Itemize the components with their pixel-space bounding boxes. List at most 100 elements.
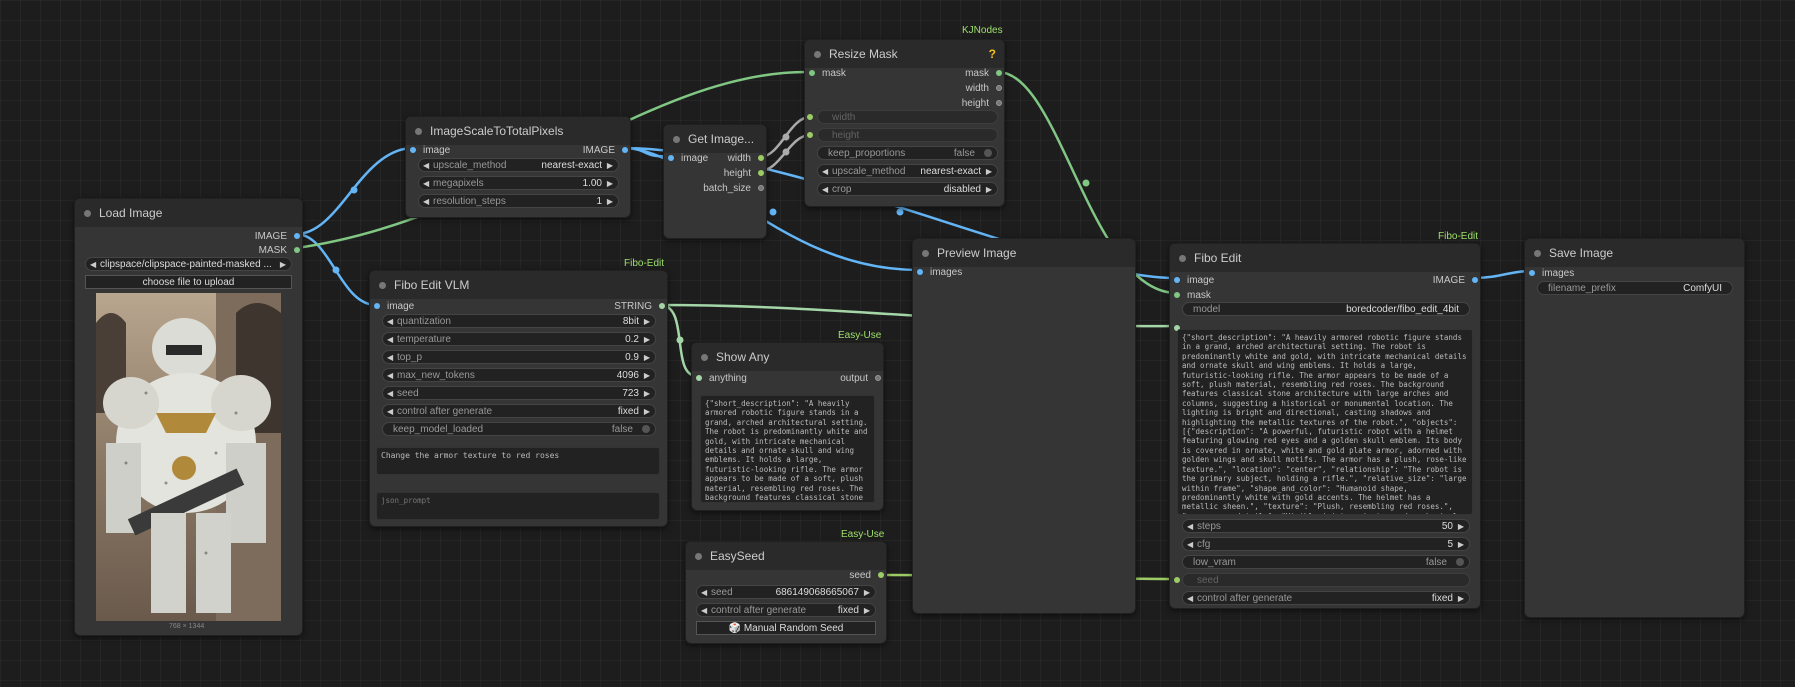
- input-anything[interactable]: anything: [696, 373, 747, 384]
- upload-button[interactable]: choose file to upload: [85, 275, 292, 289]
- arrow-left-icon[interactable]: ◀: [822, 185, 829, 194]
- output-width[interactable]: width: [966, 83, 1002, 94]
- node-title[interactable]: Fibo Edit: [1170, 244, 1480, 272]
- input-image[interactable]: image: [374, 301, 414, 312]
- node-title[interactable]: ImageScaleToTotalPixels: [406, 117, 630, 145]
- output-dot[interactable]: [996, 85, 1002, 91]
- output-batch-size[interactable]: batch_size: [703, 183, 764, 194]
- input-image[interactable]: image: [410, 145, 450, 156]
- node-fibo-edit-vlm[interactable]: Fibo Edit VLM image STRING ◀quantization…: [369, 270, 668, 527]
- prompt-textarea[interactable]: Change the armor texture to red roses: [376, 447, 660, 475]
- output-image[interactable]: IMAGE: [583, 145, 628, 156]
- arrow-right-icon[interactable]: ▶: [863, 606, 870, 615]
- arrow-right-icon[interactable]: ▶: [643, 317, 650, 326]
- arrow-left-icon[interactable]: ◀: [387, 407, 394, 416]
- input-dot[interactable]: [917, 269, 923, 275]
- node-title[interactable]: Preview Image: [913, 239, 1135, 267]
- output-dot[interactable]: [875, 375, 881, 381]
- node-title[interactable]: Fibo Edit VLM: [370, 271, 667, 299]
- toggle-knob[interactable]: [984, 149, 992, 157]
- output-dot[interactable]: [1472, 277, 1478, 283]
- input-height-dot[interactable]: [807, 132, 813, 138]
- toggle-knob[interactable]: [642, 425, 650, 433]
- output-dot[interactable]: [294, 233, 300, 239]
- arrow-right-icon[interactable]: ▶: [606, 161, 613, 170]
- input-image[interactable]: image: [668, 153, 708, 164]
- input-dot[interactable]: [696, 375, 702, 381]
- input-dot[interactable]: [1174, 277, 1180, 283]
- arrow-right-icon[interactable]: ▶: [606, 197, 613, 206]
- node-title[interactable]: Get Image...: [664, 125, 766, 153]
- node-load-image[interactable]: Load Image IMAGE MASK ◀ clipspace/clipsp…: [74, 198, 303, 636]
- output-mask[interactable]: mask: [965, 68, 1002, 79]
- input-dot[interactable]: [374, 303, 380, 309]
- input-mask[interactable]: mask: [809, 68, 846, 79]
- input-width-dot[interactable]: [807, 114, 813, 120]
- arrow-left-icon[interactable]: ◀: [1187, 594, 1194, 603]
- widget-seed-converted[interactable]: seed: [1182, 573, 1470, 587]
- output-output[interactable]: output: [840, 373, 881, 384]
- node-title[interactable]: Resize Mask?: [805, 40, 1004, 68]
- arrow-left-icon[interactable]: ◀: [1187, 522, 1194, 531]
- node-title[interactable]: Show Any: [692, 343, 883, 371]
- input-images[interactable]: images: [1529, 268, 1574, 279]
- widget-height-converted[interactable]: height: [817, 128, 998, 142]
- output-string[interactable]: STRING: [614, 301, 665, 312]
- output-dot[interactable]: [996, 70, 1002, 76]
- input-mask[interactable]: mask: [1174, 290, 1211, 301]
- node-title[interactable]: EasySeed: [686, 542, 886, 570]
- output-dot[interactable]: [622, 147, 628, 153]
- widget-width-converted[interactable]: width: [817, 110, 998, 124]
- arrow-left-icon[interactable]: ◀: [822, 167, 829, 176]
- output-height[interactable]: height: [724, 168, 764, 179]
- node-get-image[interactable]: Get Image... image width height batch_si…: [663, 124, 767, 239]
- output-dot[interactable]: [878, 572, 884, 578]
- input-dot[interactable]: [1529, 270, 1535, 276]
- arrow-left-icon[interactable]: ◀: [701, 606, 708, 615]
- input-seed-dot[interactable]: [1174, 577, 1180, 583]
- json-prompt-textarea[interactable]: json_prompt: [376, 492, 660, 520]
- arrow-left-icon[interactable]: ◀: [387, 317, 394, 326]
- arrow-right-icon[interactable]: ▶: [643, 407, 650, 416]
- arrow-right-icon[interactable]: ▶: [643, 389, 650, 398]
- arrow-right-icon[interactable]: ▶: [1457, 540, 1464, 549]
- output-dot[interactable]: [758, 155, 764, 161]
- arrow-left-icon[interactable]: ◀: [423, 179, 430, 188]
- output-dot[interactable]: [659, 303, 665, 309]
- arrow-left-icon[interactable]: ◀: [423, 197, 430, 206]
- arrow-left-icon[interactable]: ◀: [1187, 540, 1194, 549]
- node-show-any[interactable]: Show Any anything output {"short_descrip…: [691, 342, 884, 511]
- arrow-right-icon[interactable]: ▶: [863, 588, 870, 597]
- output-dot[interactable]: [294, 247, 300, 253]
- arrow-left-icon[interactable]: ◀: [387, 335, 394, 344]
- arrow-right-icon[interactable]: ▶: [1457, 522, 1464, 531]
- input-dot[interactable]: [1174, 292, 1180, 298]
- arrow-left-icon[interactable]: ◀: [90, 260, 97, 269]
- toggle-knob[interactable]: [1456, 558, 1464, 566]
- manual-random-seed-button[interactable]: 🎲 Manual Random Seed: [696, 621, 876, 635]
- arrow-left-icon[interactable]: ◀: [387, 353, 394, 362]
- arrow-right-icon[interactable]: ▶: [643, 353, 650, 362]
- output-dot[interactable]: [758, 170, 764, 176]
- input-image[interactable]: image: [1174, 275, 1214, 286]
